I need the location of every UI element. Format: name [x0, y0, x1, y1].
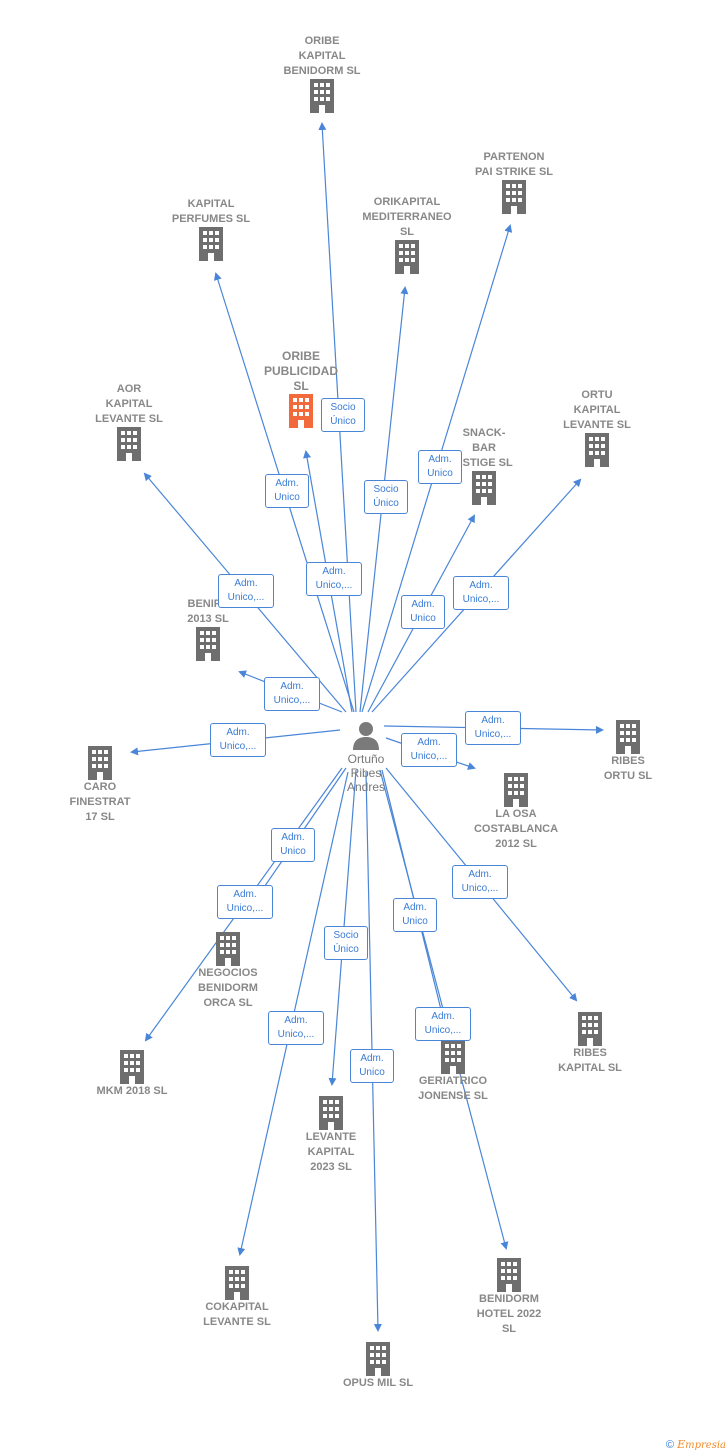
node-label: GERIATRICO JONENSE SL: [418, 1075, 488, 1102]
node-label: PARTENON PAI STRIKE SL: [474, 151, 554, 178]
brand-footer[interactable]: © Empresia: [666, 1438, 726, 1451]
building-icon: [502, 180, 526, 214]
building-icon: [441, 1040, 465, 1074]
building-icon: [504, 773, 528, 807]
relation-label[interactable]: Adm. Unico: [271, 828, 315, 862]
node-ribes-ortu[interactable]: RIBES ORTU SL: [573, 720, 683, 784]
node-negocios-benidorm-orca[interactable]: NEGOCIOS BENIDORM ORCA SL: [173, 932, 283, 1011]
node-aor-kapital-levante[interactable]: AOR KAPITAL LEVANTE SL: [74, 382, 184, 461]
copyright-symbol: ©: [665, 1439, 675, 1451]
node-orikapital-mediterraneo[interactable]: ORIKAPITAL MEDITERRANEO SL: [352, 195, 462, 274]
building-icon: [585, 433, 609, 467]
node-label: ORIKAPITAL MEDITERRANEO SL: [362, 196, 452, 238]
building-icon: [319, 1096, 343, 1130]
building-icon: [199, 227, 223, 261]
node-label: COKAPITAL LEVANTE SL: [203, 1301, 271, 1328]
relation-label[interactable]: Adm. Unico,...: [218, 574, 274, 608]
node-label: SNACK- BAR ESTIGE SL: [455, 427, 513, 469]
building-icon: [366, 1342, 390, 1376]
relation-label[interactable]: Adm. Unico: [393, 898, 437, 932]
relation-label[interactable]: Adm. Unico,...: [401, 733, 457, 767]
building-icon: [497, 1258, 521, 1292]
node-cokapital-levante[interactable]: COKAPITAL LEVANTE SL: [182, 1266, 292, 1330]
relation-label[interactable]: Socio Único: [321, 398, 365, 432]
node-ortu-kapital-levante[interactable]: ORTU KAPITAL LEVANTE SL: [542, 388, 652, 467]
relation-label[interactable]: Adm. Unico,...: [465, 711, 521, 745]
node-oribe-kapital-benidorm[interactable]: ORIBE KAPITAL BENIDORM SL: [267, 34, 377, 113]
node-label: KAPITAL PERFUMES SL: [171, 198, 251, 225]
building-icon: [120, 1050, 144, 1084]
relation-label[interactable]: Adm. Unico,...: [306, 562, 362, 596]
node-ribes-kapital[interactable]: RIBES KAPITAL SL: [535, 1012, 645, 1076]
node-snack-bar-prestige[interactable]: SNACK- BAR ESTIGE SL: [429, 426, 539, 505]
node-label: RIBES KAPITAL SL: [558, 1047, 622, 1074]
building-icon: [196, 627, 220, 661]
node-label: OPUS MIL SL: [342, 1377, 414, 1389]
building-icon-highlight: [289, 394, 313, 428]
relation-label[interactable]: Socio Único: [364, 480, 408, 514]
relation-label[interactable]: Adm. Unico: [401, 595, 445, 629]
node-opus-mil[interactable]: OPUS MIL SL: [323, 1342, 433, 1391]
building-icon: [472, 471, 496, 505]
node-label: BENIDORM HOTEL 2022 SL: [476, 1293, 542, 1335]
node-oribe-publicidad[interactable]: ORIBE PUBLICIDAD SL: [246, 349, 356, 428]
node-label: AOR KAPITAL LEVANTE SL: [95, 383, 163, 425]
node-kapital-perfumes[interactable]: KAPITAL PERFUMES SL: [156, 197, 266, 261]
node-label: RIBES ORTU SL: [603, 755, 653, 782]
relation-label[interactable]: Adm. Unico,...: [268, 1011, 324, 1045]
node-caro-finestrat-17[interactable]: CARO FINESTRAT 17 SL: [45, 746, 155, 825]
node-label: ORTU KAPITAL LEVANTE SL: [563, 389, 631, 431]
node-la-osa-costablanca[interactable]: LA OSA COSTABLANCA 2012 SL: [461, 773, 571, 852]
node-label: ORIBE KAPITAL BENIDORM SL: [283, 35, 361, 77]
node-benidorm-hotel-2022[interactable]: BENIDORM HOTEL 2022 SL: [454, 1258, 564, 1337]
relation-label[interactable]: Adm. Unico,...: [210, 723, 266, 757]
building-icon: [395, 240, 419, 274]
node-label: LEVANTE KAPITAL 2023 SL: [305, 1131, 357, 1173]
building-icon: [616, 720, 640, 754]
center-person[interactable]: Ortuño Ribes Andres: [336, 720, 396, 794]
building-icon: [88, 746, 112, 780]
node-levante-kapital-2023[interactable]: LEVANTE KAPITAL 2023 SL: [276, 1096, 386, 1175]
person-name: Ortuño Ribes Andres: [346, 752, 386, 794]
node-label: NEGOCIOS BENIDORM ORCA SL: [198, 967, 258, 1009]
relation-label[interactable]: Socio Único: [324, 926, 368, 960]
relation-label[interactable]: Adm. Unico,...: [264, 677, 320, 711]
brand-logo-text: mpresia: [685, 1440, 726, 1451]
building-icon: [117, 427, 141, 461]
building-icon: [216, 932, 240, 966]
node-mkm-2018[interactable]: MKM 2018 SL: [77, 1050, 187, 1099]
relation-label[interactable]: Adm. Unico: [350, 1049, 394, 1083]
relation-label[interactable]: Adm. Unico,...: [415, 1007, 471, 1041]
person-icon: [353, 722, 379, 750]
building-icon: [578, 1012, 602, 1046]
building-icon: [225, 1266, 249, 1300]
relation-label[interactable]: Adm. Unico,...: [452, 865, 508, 899]
node-label: CARO FINESTRAT 17 SL: [69, 781, 131, 823]
relation-label[interactable]: Adm. Unico,...: [453, 576, 509, 610]
relation-label[interactable]: Adm. Unico,...: [217, 885, 273, 919]
relation-label[interactable]: Adm. Unico: [418, 450, 462, 484]
node-geriatrico-jonense[interactable]: GERIATRICO JONENSE SL: [398, 1040, 508, 1104]
node-label: LA OSA COSTABLANCA 2012 SL: [473, 808, 559, 850]
building-icon: [310, 79, 334, 113]
relation-label[interactable]: Adm. Unico: [265, 474, 309, 508]
node-label: ORIBE PUBLICIDAD SL: [264, 349, 338, 393]
brand-logo-e: E: [677, 1438, 686, 1451]
node-partenon-pai-strike[interactable]: PARTENON PAI STRIKE SL: [459, 150, 569, 214]
node-label: MKM 2018 SL: [96, 1085, 168, 1097]
